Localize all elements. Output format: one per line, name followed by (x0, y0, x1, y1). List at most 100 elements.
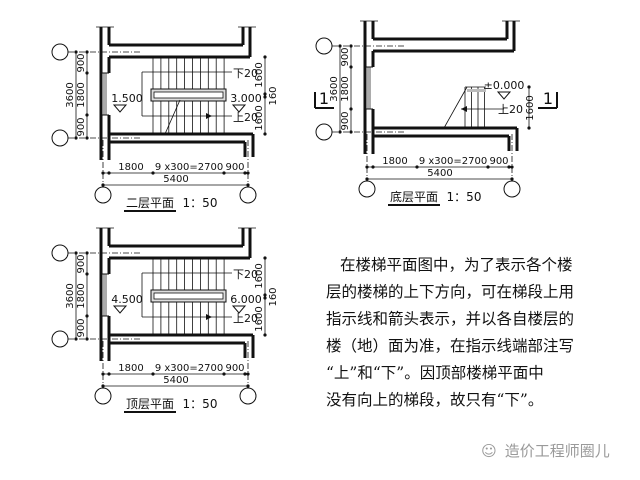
description-line: 指示线和箭头表示，并以各自楼层的 (326, 310, 575, 328)
dim-right: 160 (268, 86, 279, 105)
down-label: 下20 (233, 67, 258, 80)
plan-title: 顶层平面 (126, 397, 174, 411)
dimension-tick (510, 165, 514, 169)
description-line: 层的楼梯的上下方向，可在梯段上用 (326, 283, 575, 301)
handrail (467, 89, 486, 92)
dimension-tick (349, 44, 353, 48)
elevation-marker-icon (496, 91, 512, 100)
elevation-right: ±0.000 (484, 79, 525, 92)
section-mark-right: 1 (538, 89, 558, 109)
dimension-tick (365, 165, 369, 169)
axis-circle (315, 123, 333, 141)
dim-bottom: 1800 (118, 363, 143, 374)
dimension-tick (263, 132, 267, 136)
dimension-tick (74, 337, 78, 341)
axis-circle (51, 129, 69, 147)
dimension-tick (85, 272, 89, 276)
dimension-tick (101, 384, 105, 388)
axis-circle (358, 180, 376, 198)
dim-left-total: 3600 (329, 76, 340, 101)
axis-circle (239, 186, 257, 204)
elevation-marker-icon (231, 104, 247, 113)
dimension-tick (263, 55, 267, 59)
dim-bottom: 1800 (382, 156, 407, 167)
dimension-tick (263, 256, 267, 260)
description-line: “上”和“下”。因顶部楼梯平面中 (326, 364, 544, 382)
dimension-tick (151, 372, 155, 376)
dimension-tick (107, 171, 111, 175)
up-label: 上20 (233, 111, 258, 124)
dimension-tick (415, 165, 419, 169)
dim-left: 1800 (76, 82, 87, 107)
dimension-tick (338, 130, 342, 134)
dimension-tick (263, 293, 267, 297)
dimension-tick (527, 126, 531, 130)
elevation-marker-icon (112, 305, 128, 314)
dimension-tick (246, 372, 250, 376)
dim-bottom-total: 5400 (163, 174, 188, 185)
dimension-tick (246, 171, 250, 175)
dimension-tick (85, 50, 89, 54)
dim-left: 900 (76, 254, 87, 273)
dimension-tick (101, 171, 105, 175)
dimension-tick (349, 107, 353, 111)
axis-circle (239, 387, 257, 405)
dim-bottom: 900 (225, 363, 244, 374)
dimension-tick (263, 333, 267, 337)
plan-title: 底层平面 (390, 189, 438, 204)
plan-scale: 1：50 (183, 397, 218, 411)
dimension-tick (151, 171, 155, 175)
dimension-tick (338, 44, 342, 48)
plan-scale: 1：50 (447, 190, 482, 204)
dimension-tick (507, 165, 511, 169)
dimension-tick (263, 296, 267, 300)
description-line: 没有向上的梯段，故只有“下”。 (326, 391, 544, 409)
description-line: 楼（地）面为准，在指示线端部注写 (326, 337, 575, 355)
dimension-tick (486, 165, 490, 169)
dimension-tick (263, 92, 267, 96)
dim-left: 900 (76, 318, 87, 337)
dimension-tick (85, 251, 89, 255)
axis-circle (315, 37, 333, 55)
elevation-left: 1.500 (111, 92, 143, 105)
break-slash (164, 99, 181, 135)
dimension-tick (85, 71, 89, 75)
elevation-marker-icon (231, 305, 247, 314)
dim-left: 900 (76, 53, 87, 72)
dimension-tick (74, 136, 78, 140)
dimension-tick (74, 50, 78, 54)
break-slash (443, 86, 468, 129)
dimension-tick (85, 136, 89, 140)
down-label: 下20 (233, 268, 258, 281)
dim-bottom: 9 x300=2700 (155, 162, 223, 173)
section-mark-left: 1 (314, 89, 334, 109)
handrail-inner (153, 91, 224, 99)
elevation-right: 6.000 (230, 293, 262, 306)
dimension-tick (222, 372, 226, 376)
dimension-tick (510, 177, 514, 181)
wechat-icon: ☺ (481, 442, 497, 460)
dim-right: 1600 (254, 105, 265, 130)
plan-title: 二层平面 (126, 196, 174, 210)
axis-circle (51, 244, 69, 262)
axis-circle (94, 186, 112, 204)
dim-right: 1600 (254, 263, 265, 288)
axis-circle (51, 330, 69, 348)
axis-circle (51, 43, 69, 61)
dim-bottom-total: 5400 (427, 168, 452, 179)
section-mark-label: 1 (543, 89, 553, 108)
dim-bottom: 1800 (118, 162, 143, 173)
arrow-icon (461, 106, 467, 112)
dimension-tick (101, 372, 105, 376)
dimension-tick (243, 372, 247, 376)
dim-right: 1600 (254, 62, 265, 87)
dim-right: 1600 (525, 95, 536, 120)
axis-circle (94, 387, 112, 405)
dimension-tick (85, 113, 89, 117)
dim-bottom: 900 (225, 162, 244, 173)
up-label: 上20 (498, 103, 523, 116)
dimension-tick (222, 171, 226, 175)
